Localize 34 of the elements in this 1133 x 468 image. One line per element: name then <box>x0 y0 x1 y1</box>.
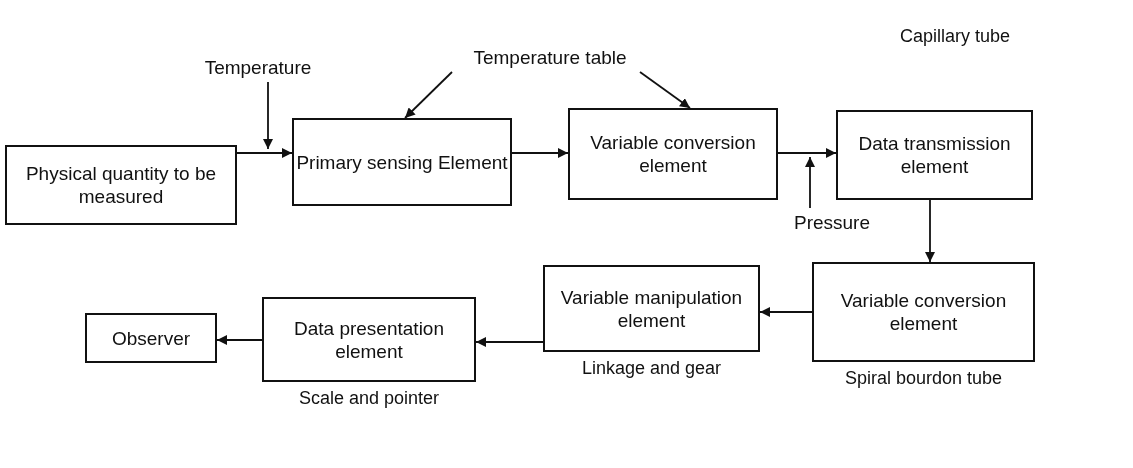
box-label: Variable conversion element <box>839 289 1008 335</box>
process-box <box>543 265 760 352</box>
arrow <box>236 148 293 158</box>
box-label: Data presentation element <box>293 316 445 363</box>
arrow <box>759 307 813 317</box>
annotation-text: Temperature <box>168 52 348 82</box>
caption-text: Linkage and gear <box>580 357 723 379</box>
annotation-text: Temperature table <box>420 42 680 72</box>
caption-text: Scale and pointer <box>297 387 441 409</box>
arrow <box>475 337 544 347</box>
box-label: Physical quantity to be measured <box>24 162 218 208</box>
arrow <box>216 335 263 345</box>
process-box <box>812 262 1035 362</box>
process-box <box>262 297 476 382</box>
process-box <box>292 118 512 206</box>
arrow <box>511 148 569 158</box>
process-box <box>5 145 237 225</box>
arrow <box>404 71 453 119</box>
caption-text: Spiral bourdon tube <box>843 367 1004 389</box>
box-label: Primary sensing Element <box>296 150 508 174</box>
box-label: Variable conversion element <box>589 131 757 177</box>
process-box <box>836 110 1033 200</box>
arrow <box>263 81 273 150</box>
arrow <box>639 71 691 109</box>
process-box <box>85 313 217 363</box>
caption-text: Capillary tube <box>900 25 1012 47</box>
arrow <box>805 156 815 209</box>
arrow <box>777 148 837 158</box>
box-label: Variable manipulation element <box>559 285 744 332</box>
arrow <box>925 199 935 263</box>
process-box <box>568 108 778 200</box>
box-label: Data transmission element <box>857 132 1012 178</box>
box-label: Observer <box>111 326 191 350</box>
annotation-text: Pressure <box>762 208 902 236</box>
